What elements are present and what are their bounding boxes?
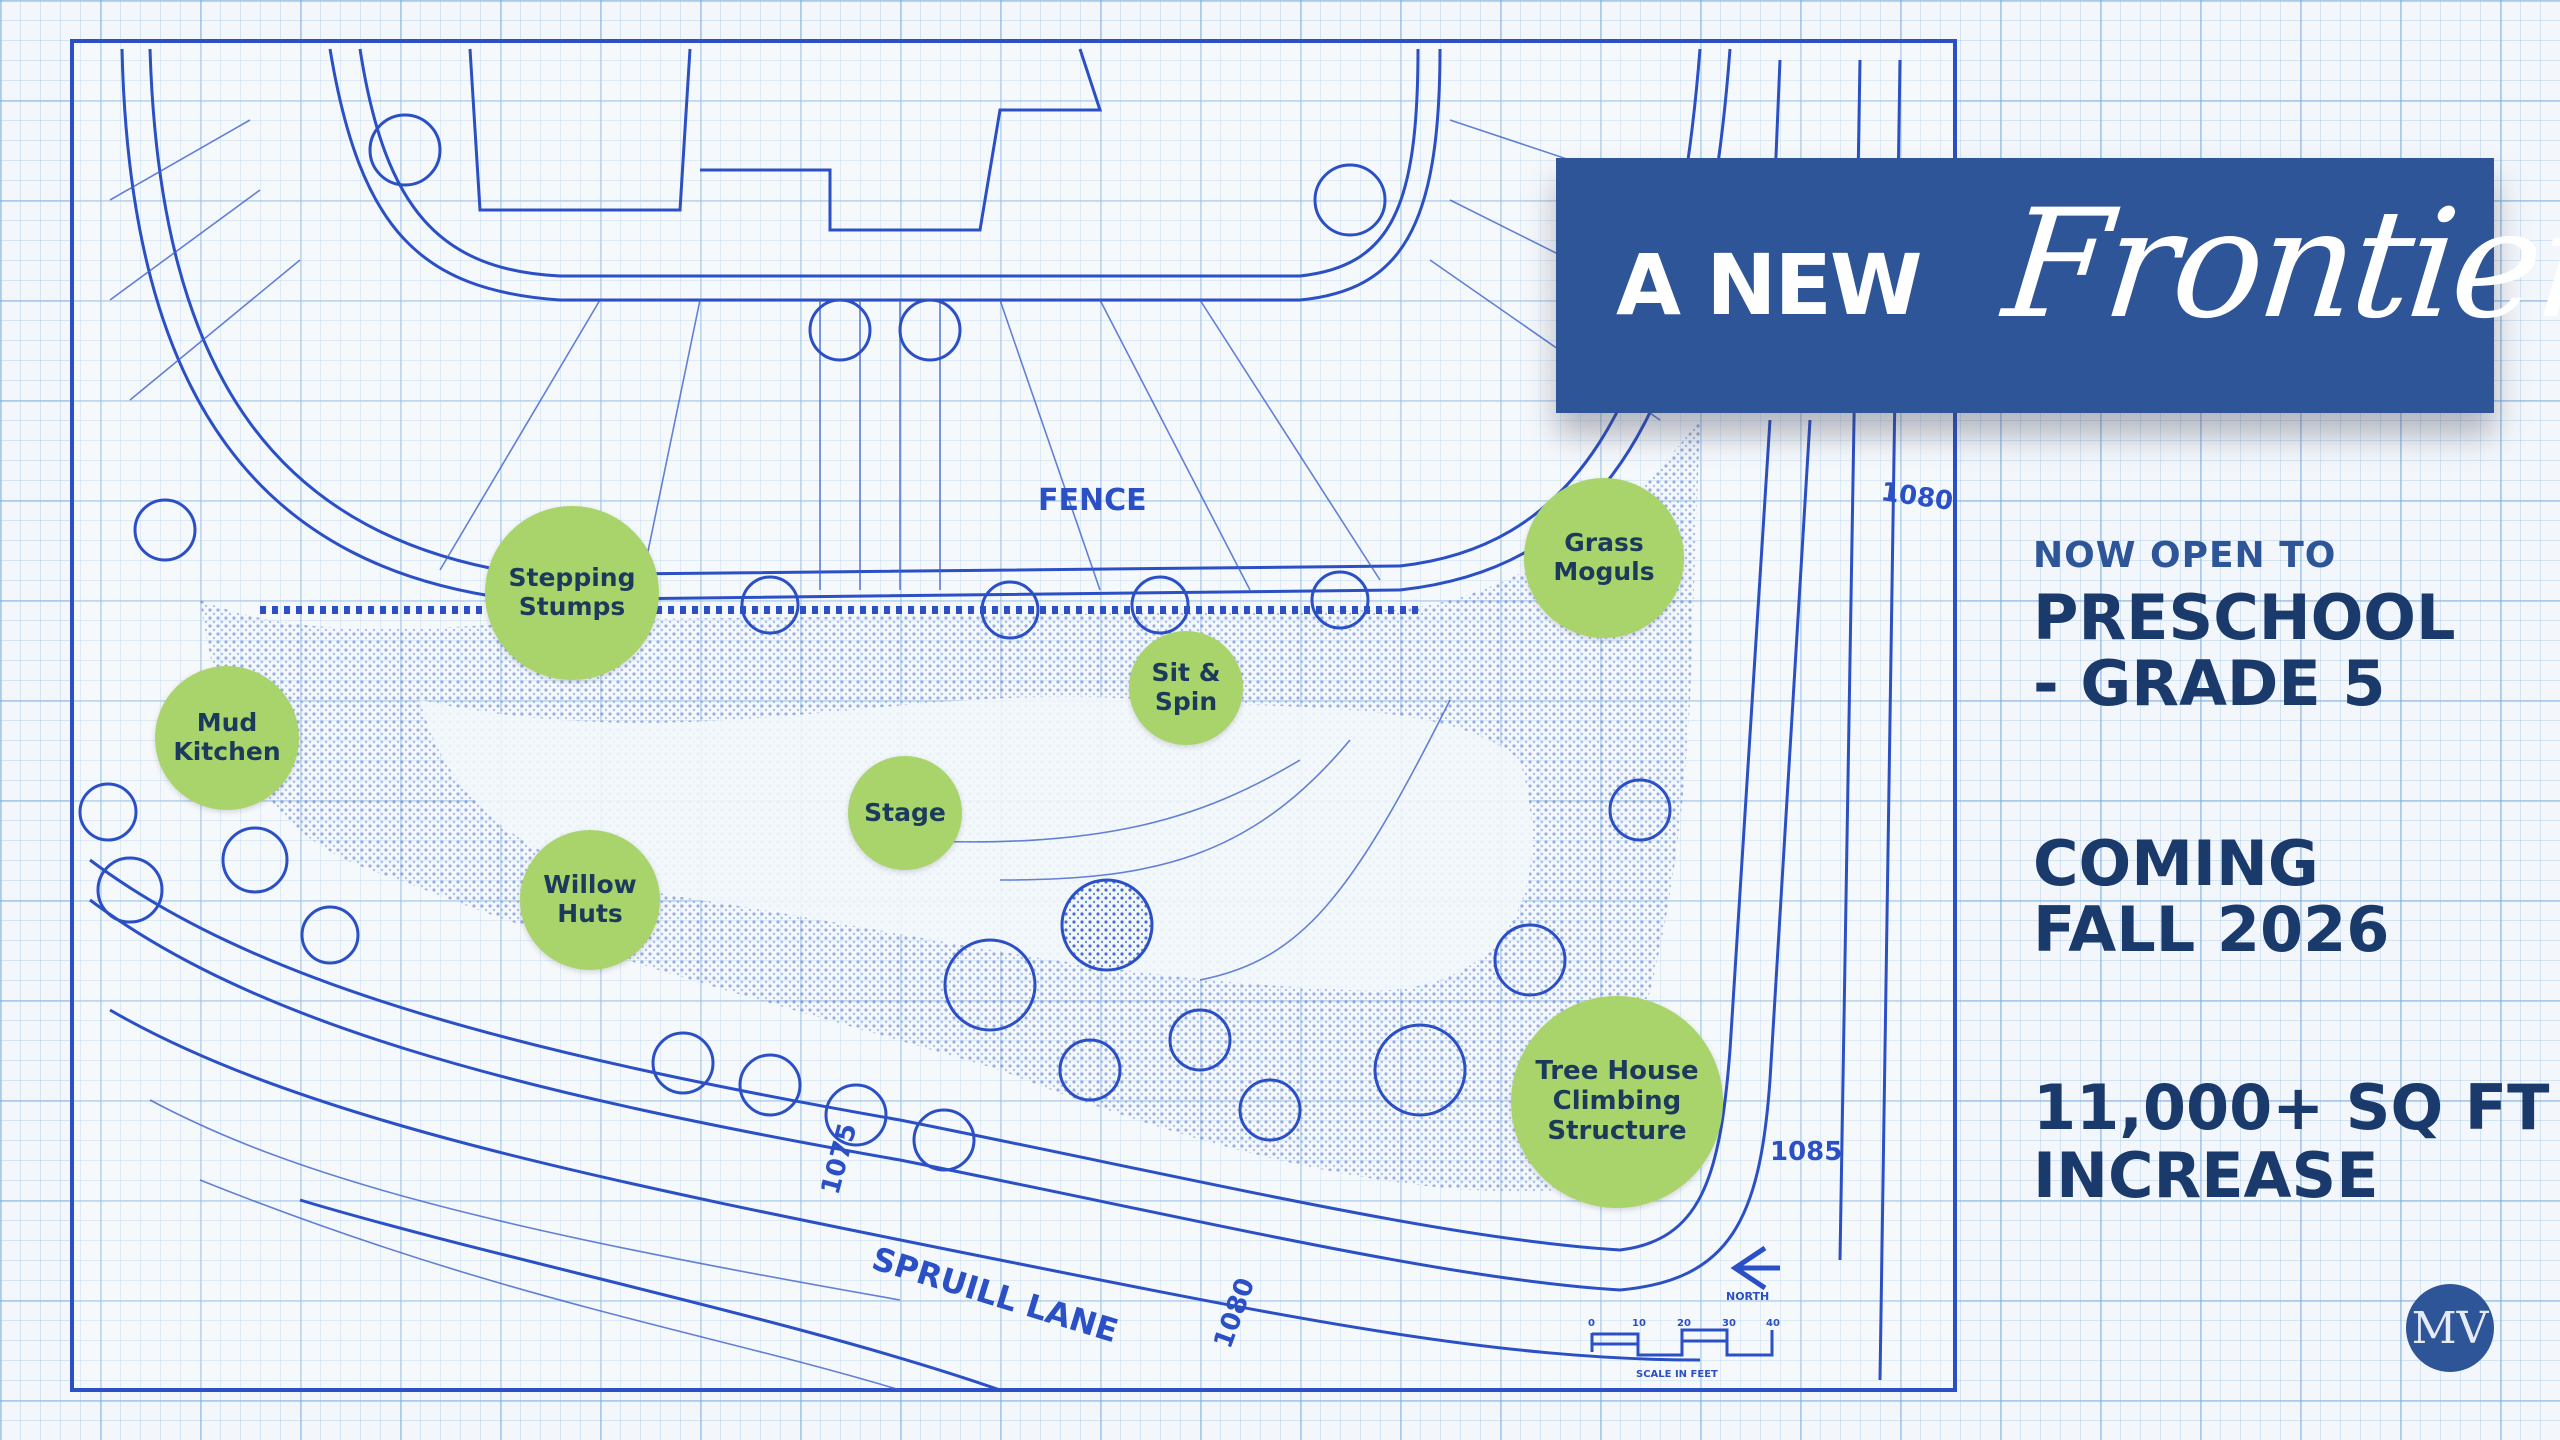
lawn-area <box>420 696 1533 991</box>
scale-bar: 0 10 20 30 40 SCALE IN FEET <box>1588 1318 1780 1380</box>
scale-tick: 30 <box>1722 1318 1736 1329</box>
feature-grass-moguls: Grass Moguls <box>1524 478 1684 638</box>
feature-tree-house: Tree House Climbing Structure <box>1511 996 1723 1208</box>
scale-label: SCALE IN FEET <box>1636 1369 1718 1380</box>
scale-tick: 10 <box>1632 1318 1646 1329</box>
title-script: Frontier <box>1996 178 2560 352</box>
feature-stepping-stumps: Stepping Stumps <box>485 506 659 680</box>
fence-label: FENCE <box>1038 483 1147 518</box>
north-label: NORTH <box>1726 1290 1769 1303</box>
open-line1: PRESCHOOL <box>2033 581 2456 654</box>
scale-tick: 20 <box>1677 1318 1691 1329</box>
coming-line1: COMING <box>2033 827 2319 900</box>
scale-tick: 0 <box>1588 1318 1595 1329</box>
size-line2: INCREASE <box>2033 1139 2379 1212</box>
feature-stage: Stage <box>848 756 962 870</box>
coming-line2: FALL 2026 <box>2033 893 2390 966</box>
open-label: NOW OPEN TO <box>2033 535 2337 576</box>
feature-sit-spin: Sit & Spin <box>1129 631 1243 745</box>
scale-tick: 40 <box>1766 1318 1780 1329</box>
logo-monogram: MV <box>2411 1302 2489 1354</box>
feature-mud-kitchen: Mud Kitchen <box>155 666 299 810</box>
title-prefix: A NEW <box>1616 236 1923 334</box>
contour-label: 1085 <box>1770 1137 1842 1167</box>
school-logo: MV <box>2406 1284 2494 1372</box>
north-arrow-icon <box>1730 1245 1780 1291</box>
size-line1: 11,000+ SQ FT <box>2033 1071 2550 1144</box>
open-line2: - GRADE 5 <box>2033 647 2386 720</box>
feature-willow-huts: Willow Huts <box>520 830 660 970</box>
title-banner: A NEW Frontier <box>1556 158 2560 413</box>
tree-symbols <box>78 113 1672 1172</box>
